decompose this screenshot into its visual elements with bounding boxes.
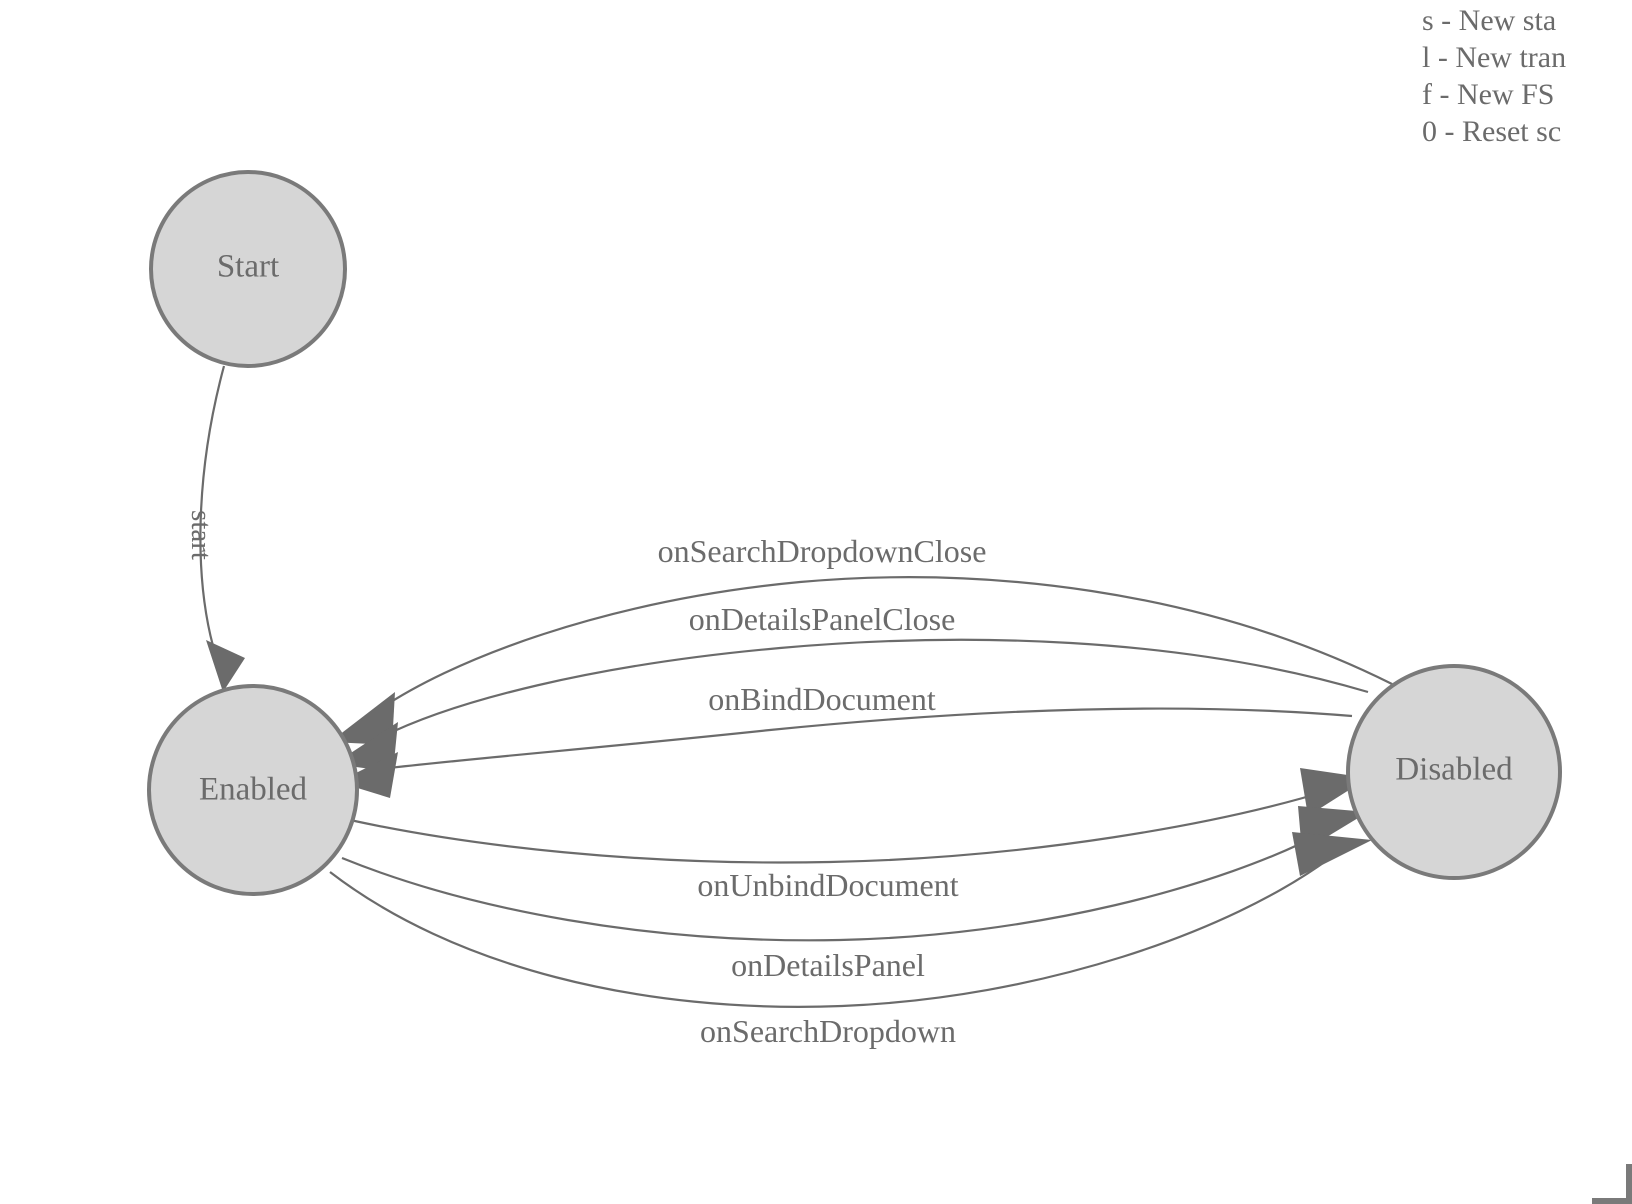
help-line-reset: 0 - Reset sc <box>1422 115 1562 148</box>
transition-start-arrowhead <box>206 640 245 692</box>
transition-label-onUnbindDocument: onUnbindDocument <box>697 867 958 903</box>
help-line-new-transition: l - New tran <box>1422 41 1567 74</box>
transition-start[interactable] <box>199 365 245 692</box>
state-circle-enabled[interactable] <box>147 684 359 896</box>
transition-onSearchDropdown-arrowhead <box>1292 832 1372 876</box>
state-label-enabled: Enabled <box>199 772 308 808</box>
state-label-disabled: Disabled <box>1395 752 1513 788</box>
transition-onSearchDropdownClose[interactable] <box>330 576 1393 745</box>
resize-corner-handle[interactable] <box>1592 1164 1632 1204</box>
transition-label-start: start <box>185 510 217 560</box>
transition-onSearchDropdownClose-path[interactable] <box>369 576 1393 717</box>
help-line-new-fsm: f - New FS <box>1422 78 1555 111</box>
state-circle-disabled[interactable] <box>1346 664 1562 880</box>
transition-onDetailsPanelClose-path[interactable] <box>371 638 1369 743</box>
state-circle-start[interactable] <box>149 170 347 368</box>
transition-onBindDocument-path[interactable] <box>371 707 1353 772</box>
keyboard-shortcut-help: s - New sta l - New tran f - New FS 0 - … <box>1422 2 1632 150</box>
state-node-start[interactable]: Start <box>149 170 347 368</box>
state-label-start: Start <box>217 249 279 285</box>
transition-label-onSearchDropdownClose: onSearchDropdownClose <box>658 533 987 569</box>
transition-onBindDocument[interactable] <box>338 707 1353 798</box>
transition-start-path[interactable] <box>199 365 226 661</box>
state-node-enabled[interactable]: Enabled <box>147 684 359 896</box>
transition-onDetailsPanel-path[interactable] <box>341 829 1329 942</box>
transition-onSearchDropdown-path[interactable] <box>329 857 1331 1008</box>
transition-onSearchDropdownClose-arrowhead <box>330 692 395 745</box>
transition-label-onDetailsPanelClose: onDetailsPanelClose <box>689 601 956 637</box>
help-line-new-state: s - New sta <box>1422 4 1557 37</box>
transition-label-onDetailsPanel: onDetailsPanel <box>731 947 925 983</box>
transition-label-onBindDocument: onBindDocument <box>708 681 936 717</box>
state-node-disabled[interactable]: Disabled <box>1346 664 1562 880</box>
transition-onSearchDropdown[interactable] <box>329 832 1372 1008</box>
transition-onUnbindDocument-path[interactable] <box>349 788 1331 864</box>
transition-onUnbindDocument[interactable] <box>349 768 1368 864</box>
transition-label-onSearchDropdown: onSearchDropdown <box>700 1013 956 1049</box>
